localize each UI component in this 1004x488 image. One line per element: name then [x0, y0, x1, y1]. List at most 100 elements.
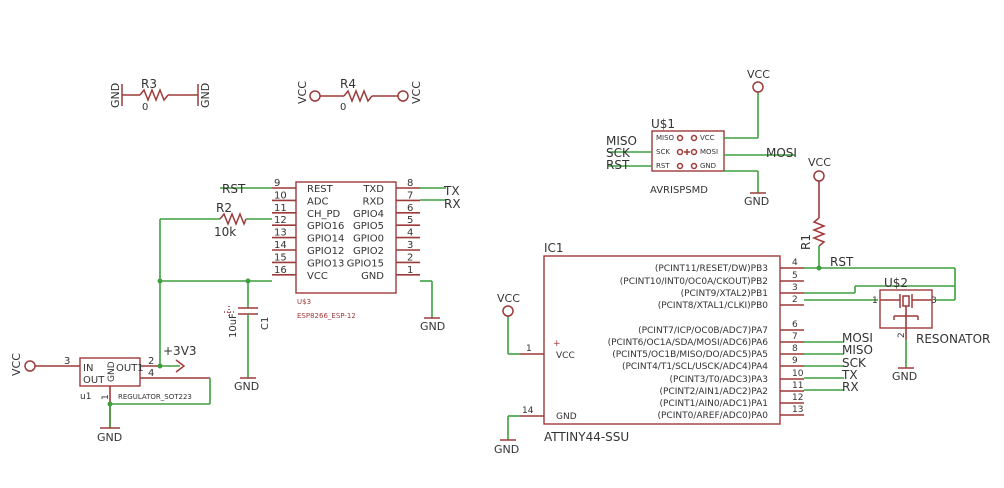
- attiny-pin-num: 11: [792, 381, 803, 391]
- esp-pin-name: GND: [361, 271, 384, 282]
- reg-pin-in: 3: [64, 356, 70, 367]
- attiny-nets: RST MOSI MISO SCK TX RX: [804, 255, 956, 394]
- reg-pin-out: 2: [148, 356, 154, 367]
- avr-pin-right: VCC: [700, 134, 715, 142]
- res-gnd-label: GND: [892, 370, 917, 383]
- esp-pin-num: 5: [407, 215, 413, 226]
- esp-pin-name: CH_PD: [307, 209, 341, 220]
- attiny-pin-num: 13: [792, 405, 803, 415]
- resistor-r4[interactable]: R4 0 VCC VCC: [296, 77, 423, 113]
- attiny-pin-name: (PCINT6/OC1A/SDA/MOSI/ADC6)PA6: [608, 338, 769, 348]
- esp8266-module[interactable]: 9REST10ADC11CH_PD12GPIO1613GPIO1414GPIO1…: [272, 178, 420, 320]
- esp-pin-num: 1: [407, 265, 413, 276]
- avr-name: U$1: [651, 117, 675, 131]
- avr-vcc-label: VCC: [747, 68, 770, 81]
- attiny-pin-name: (PCINT10/INT0/OC0A/CKOUT)PB2: [620, 277, 768, 287]
- reg-gnd-pin-name: GND: [107, 361, 117, 382]
- attiny-pin-name: (PCINT1/AIN0/ADC1)PA1: [659, 399, 768, 409]
- r3-gnd-right: GND: [199, 83, 212, 108]
- attiny-vcc-num: 1: [526, 344, 532, 354]
- c1-gnd-label: GND: [234, 380, 259, 393]
- net-sck-avr: SCK: [606, 146, 631, 160]
- reg-pin-gnd: 1: [101, 394, 111, 400]
- esp-name: U$3: [297, 298, 311, 306]
- capacitor-c1[interactable]: C1 10uF GND: [224, 306, 271, 393]
- attiny-pin-name: (PCINT8/XTAL1/CLKI)PB0: [658, 301, 769, 311]
- net-rx-attiny: RX: [842, 380, 859, 394]
- reg-pin-out2: 4: [148, 368, 154, 379]
- attiny-part: ATTINY44-SSU: [544, 430, 629, 444]
- esp-pin-num: 10: [274, 190, 287, 201]
- attiny-pin-name: (PCINT11/RESET/DW)PB3: [655, 264, 768, 274]
- avr-pin-right: MOSI: [700, 148, 718, 156]
- r4-name: R4: [340, 77, 356, 91]
- net-rst-attiny: RST: [830, 255, 854, 269]
- esp-pin-name: GPIO4: [353, 209, 384, 220]
- reg-gnd-label: GND: [97, 431, 122, 444]
- esp-pin-num: 11: [274, 203, 287, 214]
- r4-value: 0: [340, 102, 346, 113]
- esp-pin-num: 6: [407, 203, 413, 214]
- r3-gnd-left: GND: [109, 83, 122, 108]
- esp-pin-name: GPIO5: [353, 221, 384, 232]
- attiny-pin-name: (PCINT0/AREF/ADC0)PA0: [657, 411, 768, 421]
- resistor-r2[interactable]: R2 10k: [214, 201, 247, 239]
- r2-value: 10k: [214, 225, 236, 239]
- attiny-vcc-label: VCC: [497, 292, 520, 305]
- reg-vcc-label: VCC: [10, 353, 23, 376]
- avr-pin-left: MISO: [656, 134, 675, 142]
- avr-pin-left: RST: [656, 162, 670, 170]
- resistor-r1[interactable]: VCC R1: [799, 156, 831, 268]
- reg-out1: OUT1: [116, 363, 144, 374]
- net-rst-avr: RST: [606, 158, 630, 172]
- attiny-vcc-name: VCC: [556, 351, 575, 361]
- net-tx-attiny: TX: [841, 368, 858, 382]
- attiny-pin-num: 3: [792, 283, 798, 293]
- attiny-pin-name: (PCINT7/ICP/OC0B/ADC7)PA7: [638, 326, 768, 336]
- attiny-pin-name: (PCINT3/T0/ADC3)PA3: [670, 375, 768, 385]
- reg-out: OUT: [83, 375, 105, 386]
- attiny-gnd-name: GND: [556, 412, 577, 422]
- esp-pin-name: GPIO2: [353, 246, 384, 257]
- avr-pin-left: SCK: [656, 148, 670, 156]
- res-pin3: 3: [931, 296, 937, 306]
- resonator[interactable]: GND U$2 RESONATOR 1 3 2: [872, 276, 990, 383]
- esp-pin-num: 13: [274, 228, 287, 239]
- esp-pin-num: 15: [274, 252, 287, 263]
- res-part: RESONATOR: [916, 332, 990, 346]
- r2-name: R2: [216, 201, 232, 215]
- voltage-regulator[interactable]: VCC 3 IN OUT OUT1 GND 2 4 1 u1 REGULATOR…: [10, 344, 211, 444]
- esp-pin-num: 12: [274, 215, 287, 226]
- supply-3v3: +3V3: [163, 344, 197, 358]
- esp-part: ESP8266_ESP-12: [297, 312, 356, 320]
- esp-pin-num: 14: [274, 240, 287, 251]
- attiny44[interactable]: IC1 ATTINY44-SSU VCC + GND 1 14 4(PCINT1…: [494, 241, 804, 456]
- res-pin1: 1: [872, 296, 878, 306]
- attiny-gnd-num: 14: [522, 406, 534, 416]
- res-pin2: 2: [897, 332, 907, 338]
- esp-pin-name: RXD: [363, 196, 385, 207]
- attiny-pin-num: 9: [792, 356, 798, 366]
- esp-pin-name: GPIO0: [353, 234, 384, 245]
- r3-value: 0: [142, 102, 148, 113]
- esp-pin-name: REST: [307, 184, 334, 195]
- attiny-pin-num: 10: [792, 369, 804, 379]
- net-mosi-avr: MOSI: [766, 146, 797, 160]
- net-rst-esp: RST: [222, 182, 246, 196]
- esp-pin-name: GPIO15: [347, 258, 384, 269]
- esp-pin-name: GPIO16: [307, 221, 344, 232]
- attiny-pin-num: 6: [792, 320, 798, 330]
- esp-pin-num: 4: [407, 228, 413, 239]
- esp-pin-name: GPIO12: [307, 246, 344, 257]
- attiny-pin-num: 5: [792, 271, 798, 281]
- net-sck-attiny: SCK: [842, 356, 867, 370]
- net-mosi-attiny: MOSI: [842, 331, 873, 345]
- esp-pin-name: VCC: [307, 271, 328, 282]
- attiny-pin-num: 4: [792, 258, 798, 268]
- net-miso-avr: MISO: [606, 134, 637, 148]
- esp-pin-num: 8: [407, 178, 413, 189]
- attiny-pin-name: (PCINT5/OC1B/MISO/DO/ADC5)PA5: [612, 350, 768, 360]
- resistor-r3[interactable]: R3 0 GND GND: [109, 77, 212, 113]
